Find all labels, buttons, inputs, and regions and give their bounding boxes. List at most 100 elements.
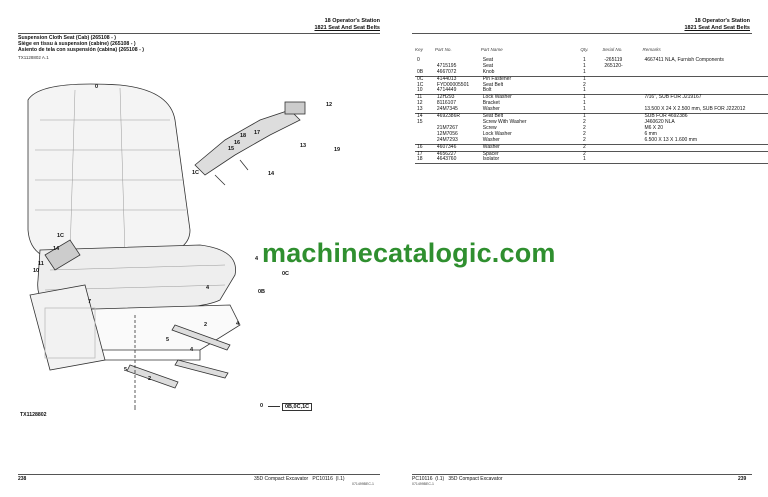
cell-key [415, 137, 435, 145]
callout-0-ref: 0 [260, 403, 264, 409]
callout-box-0b-0c-1c: 0B,0C,1C [282, 403, 313, 411]
cell-qty: 1 [566, 69, 603, 77]
cell-part-no: 4667072 [434, 69, 481, 77]
cell-key: 15 [417, 118, 423, 125]
cell-serial-no: 265120- [604, 62, 623, 69]
cell-remarks [642, 157, 768, 165]
cell-remarks: 6.500 X 13 X 1.600 mm [642, 137, 768, 145]
callout-13: 13 [300, 143, 307, 149]
header-rule [412, 33, 752, 34]
cell-serial-no [602, 88, 643, 96]
footer-title: 35D Compact Excavator [254, 476, 309, 482]
column-header: Remarks [642, 47, 661, 52]
callout-0: 0 [95, 84, 99, 90]
cell-part-no: FYD00005501 [436, 81, 470, 88]
cell-key: 11 [417, 94, 423, 101]
cell-part-no: 24M7293 [434, 137, 481, 145]
figure-title: Suspension Cloth Seat (Cab) (265108 - ) … [18, 35, 144, 53]
cell-qty: 1 [566, 106, 603, 115]
section-title: 18 Operator's Station [324, 18, 380, 24]
header-rule [18, 33, 380, 34]
footer-code: PC10116 [312, 476, 333, 482]
column-header: Part Name [480, 47, 503, 52]
callout-2-b: 2 [148, 376, 152, 382]
section-title: 18 Operator's Station [694, 18, 750, 24]
cell-remarks [642, 88, 768, 96]
cell-key: 1C [417, 81, 424, 88]
cell-qty: 2 [583, 118, 586, 125]
cell-qty: 2 [583, 130, 586, 137]
cell-serial-no: -265119 [604, 56, 623, 63]
cell-key: 10 [415, 87, 435, 96]
cell-part-name: Spacer [482, 150, 499, 157]
cell-qty: 1 [566, 87, 603, 96]
callout-4-d: 4 [190, 347, 194, 353]
seat-backrest [27, 83, 191, 261]
title-es: Asiento de tela con suspensión (cabina) … [18, 47, 144, 53]
cell-part-no: 4715195 [436, 62, 457, 69]
callout-16: 16 [234, 140, 241, 146]
callout-14-b: 14 [53, 246, 60, 252]
cell-part-no: 21M7267 [436, 124, 458, 131]
cell-qty: 2 [566, 137, 603, 145]
cell-part-name: Seat [482, 56, 494, 63]
callout-18: 18 [240, 133, 247, 139]
column-header: Serial No. [602, 47, 623, 52]
mounting-rails [29, 284, 231, 389]
cell-part-name: Seat Belt [482, 113, 504, 120]
cell-part-name: Lock Washer [482, 130, 512, 137]
cell-qty: 2 [566, 144, 603, 152]
callout-leader [268, 406, 280, 407]
cell-remarks: M6 X 20 [644, 124, 664, 131]
cell-part-no: 4692386R [436, 113, 460, 120]
cell-qty: 2 [583, 150, 586, 157]
callout-11: 11 [38, 261, 44, 267]
cell-remarks: 4667411 NLA, Furnish Components [644, 56, 724, 63]
cell-remarks: 13.500 X 24 X 2.500 mm, SUB FOR J222012 [642, 106, 768, 115]
column-header: Key [415, 47, 423, 52]
page-number-right: 239 [738, 476, 747, 482]
right-section-header: 18 Operator's Station 1821 Seat And Seat… [570, 18, 750, 32]
page-number-left: 238 [18, 476, 27, 482]
footer-title: 35D Compact Excavator [448, 476, 503, 482]
cell-part-name: Knob [480, 69, 567, 77]
callout-14: 14 [268, 171, 275, 177]
cell-serial-no [602, 144, 643, 152]
cell-remarks: 6 mm [644, 130, 657, 137]
figure-ref: TX1128802 A.1 [18, 55, 49, 60]
callout-7: 7 [88, 299, 92, 305]
cell-part-no: 8116107 [436, 100, 457, 107]
column-header: Part No. [434, 47, 452, 52]
title-fr: Siège en tissu à suspension (cabine) (26… [18, 41, 136, 47]
footer-code: PC10116 [412, 476, 433, 482]
callout-4: 4 [255, 256, 259, 262]
cell-part-name: Bolt [480, 87, 567, 96]
left-section-header: 18 Operator's Station 1821 Seat And Seat… [200, 18, 380, 32]
callout-15: 15 [228, 146, 235, 152]
footer-rev: (I.1) [435, 476, 445, 482]
footer-rule-right [412, 474, 752, 475]
callout-19: 19 [334, 147, 341, 153]
footer-sub-right: 071499BEC-1 [412, 482, 434, 486]
callout-5-b: 5 [124, 367, 128, 373]
footer-rule-left [18, 474, 380, 475]
cell-part-name: Washer [480, 144, 567, 152]
callout-0c: 0C [282, 271, 290, 277]
seat-exploded-diagram [27, 83, 306, 410]
cell-part-name: Seat [482, 62, 494, 69]
cell-part-no: 12M7056 [436, 130, 458, 137]
cell-qty: 1 [583, 113, 586, 120]
callout-10: 10 [33, 268, 40, 274]
callout-1c-b: 1C [57, 233, 65, 239]
